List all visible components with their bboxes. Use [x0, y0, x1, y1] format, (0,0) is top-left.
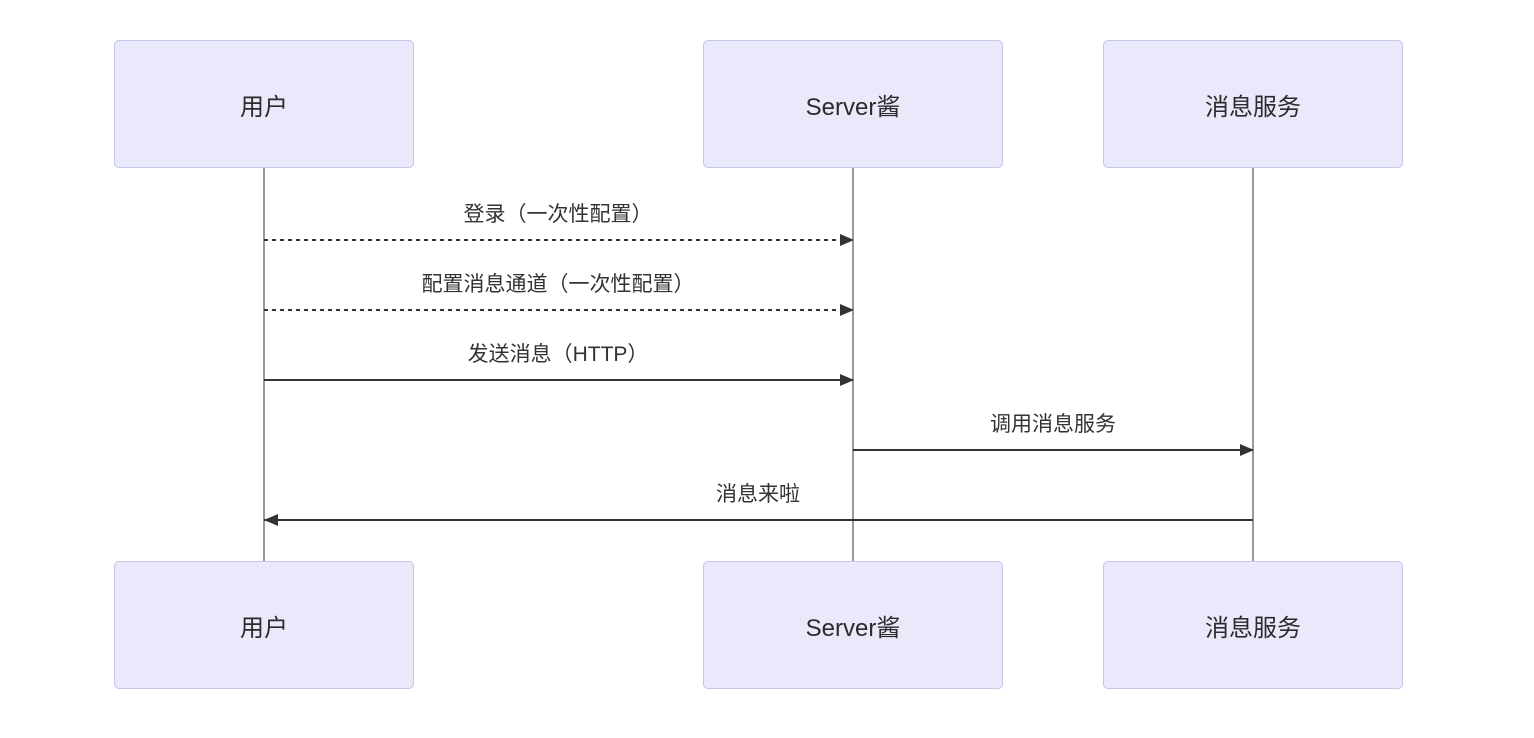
lifeline-serverchan: [852, 168, 854, 561]
message-2-label: 配置消息通道（一次性配置）: [421, 273, 695, 296]
actor-label: 用户: [240, 614, 288, 642]
message-5-line: [264, 519, 1253, 521]
message-4-arrowhead-right: [1240, 444, 1254, 456]
actor-label: 消息服务: [1205, 614, 1301, 642]
message-4-line: [853, 449, 1253, 451]
lifeline-msgservice: [1252, 168, 1254, 561]
message-1-line: [264, 239, 853, 241]
actor-label: 用户: [240, 93, 288, 121]
lifeline-user: [263, 168, 265, 561]
actor-user-top: 用户: [114, 40, 414, 168]
actor-label: Server酱: [805, 614, 901, 642]
actor-msgservice-bottom: 消息服务: [1103, 561, 1403, 689]
message-1-arrowhead-right: [840, 234, 854, 246]
actor-label: 消息服务: [1205, 93, 1301, 121]
message-3-label: 发送消息（HTTP）: [467, 343, 649, 366]
actor-label: Server酱: [805, 93, 901, 121]
actor-msgservice-top: 消息服务: [1103, 40, 1403, 168]
message-1-label: 登录（一次性配置）: [463, 203, 653, 226]
message-3-line: [264, 379, 853, 381]
message-2-arrowhead-right: [840, 304, 854, 316]
actor-serverchan-top: Server酱: [703, 40, 1003, 168]
message-5-label: 消息来啦: [716, 483, 800, 506]
message-4-label: 调用消息服务: [990, 413, 1116, 436]
message-2-line: [264, 309, 853, 311]
message-3-arrowhead-right: [840, 374, 854, 386]
actor-user-bottom: 用户: [114, 561, 414, 689]
message-5-arrowhead-left: [264, 514, 278, 526]
actor-serverchan-bottom: Server酱: [703, 561, 1003, 689]
